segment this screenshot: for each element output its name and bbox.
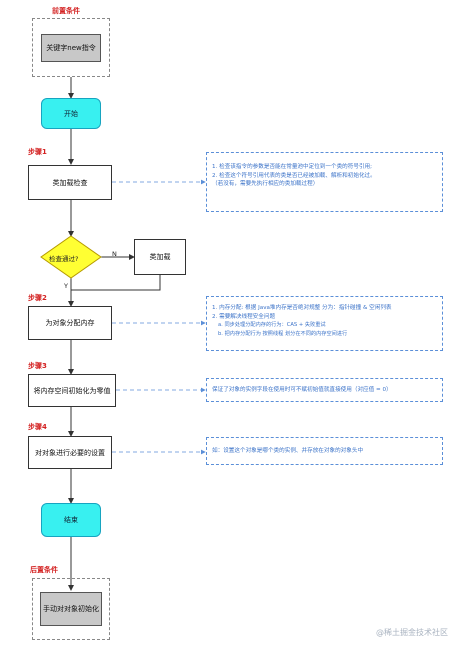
node-class-load: 类加载 [134,239,186,275]
label-step1: 步骤1 [28,148,47,156]
note-step4: 如：设置这个对象是哪个类的实例、并存放在对象的对象头中 [206,437,443,465]
note-step2: 1. 内存分配: 根据 Java堆内存是否绝对规整 分为：指针碰撞 & 空闲列表… [206,296,443,351]
node-precondition: 关键字new指令 [41,34,101,62]
note-step2-line-1: 1. 内存分配: 根据 Java堆内存是否绝对规整 分为：指针碰撞 & 空闲列表 [212,305,392,311]
label-postcondition: 后置条件 [30,566,58,574]
node-postcondition: 手动对对象初始化 [40,592,102,626]
branch-yes-label: Y [64,282,68,290]
note-step2-line-2: 2. 需要解决线程安全问题 [212,313,276,320]
edge-classload-return [71,275,161,291]
node-alloc-memory: 为对象分配内存 [28,306,112,340]
node-end: 结束 [41,503,101,537]
label-precondition: 前置条件 [52,7,80,15]
decision-diamond [40,235,102,279]
note-step1-line-3: （若没有，需要先执行相应的类加载过程） [212,181,319,188]
note-step1-line-2: 2. 检查这个符号引用代表的类是否已经被加载、解析和初始化过。 [212,172,376,179]
label-step3: 步骤3 [28,362,47,370]
note-step2-sub-a: a. 同步处理分配内存的行为：CAS + 失败重试 [218,322,326,329]
note-step1: 1. 检查该指令的参数是否能在常量池中定位到一个类的符号引用; 2. 检查这个符… [206,152,443,212]
postcondition-frame [32,578,110,640]
decision-label: 检查通过? [49,255,79,263]
label-step4: 步骤4 [28,423,47,431]
precondition-frame [32,18,110,77]
node-start: 开始 [41,98,101,129]
watermark: @稀土掘金技术社区 [376,628,448,637]
node-zero-init: 将内存空间初始化为零值 [28,374,116,407]
note-step1-line-1: 1. 检查该指令的参数是否能在常量池中定位到一个类的符号引用; [212,164,373,170]
node-object-setup: 对对象进行必要的设置 [28,436,112,469]
branch-no-label: N [112,250,117,258]
note-step2-sub-b: b. 把内存分配行为 按照线程 划分在不同的内存空间进行 [218,330,348,337]
node-class-check: 类加载检查 [28,165,112,200]
label-step2: 步骤2 [28,294,47,302]
note-step3: 保证了对象的实例字段在使用时可不赋初始值就直接使用（对应值 = 0） [206,378,443,402]
